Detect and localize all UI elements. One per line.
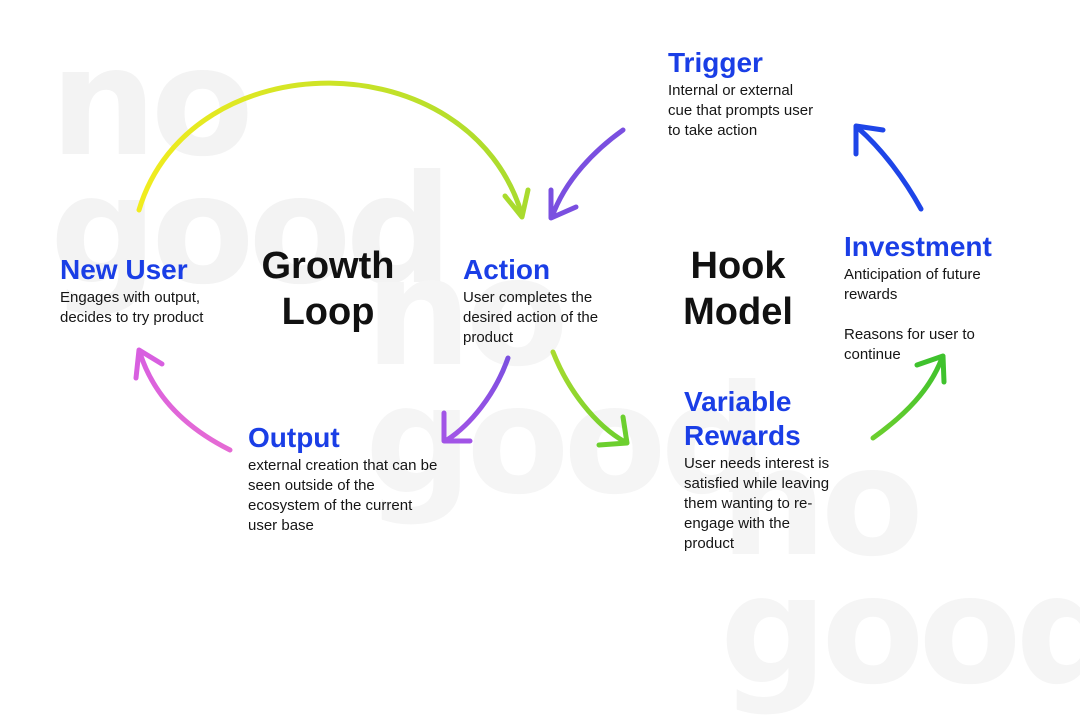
node-investment: Investment Anticipation of future reward… (844, 230, 992, 364)
arrowhead-action (502, 187, 531, 220)
arrow-action-to-rewards (550, 349, 628, 445)
node-new-user: New User Engages with output, decides to… (60, 253, 203, 327)
node-title: Variable (684, 386, 792, 417)
node-desc-line: User completes the (463, 289, 593, 306)
watermark-logo: no good (365, 226, 768, 528)
watermark-line: no (720, 416, 924, 590)
hook-model-title: Hook Model (668, 243, 808, 335)
growth-loop-title-line: Loop (281, 291, 375, 333)
node-action: Action User completes the desired action… (463, 253, 598, 347)
growth-loop-title: Growth Loop (250, 243, 406, 335)
arrow-trigger-to-action (549, 127, 626, 220)
node-desc-line: Anticipation of future (844, 266, 981, 283)
node-desc-line: satisfied while leaving (684, 475, 830, 492)
node-desc-line: Engages with output, (60, 289, 201, 306)
node-desc-line: Reasons for user to (844, 326, 975, 343)
arrowhead-investment (914, 353, 947, 385)
node-title: Output (248, 422, 340, 453)
node-desc-line: rewards (844, 286, 898, 303)
arrowhead-new-user (133, 347, 165, 381)
watermark-line: no (50, 16, 254, 190)
node-title: Action (463, 254, 551, 285)
node-desc-spacer (844, 305, 992, 324)
watermark-line: good (365, 353, 768, 528)
node-title: New User (60, 254, 188, 285)
growth-loop-title-line: Growth (261, 245, 395, 287)
node-desc-line: Internal or external (668, 82, 794, 99)
arrow-output-to-new-user (137, 350, 233, 453)
arrow-action-to-output (444, 355, 511, 443)
node-desc-line: product (463, 329, 514, 346)
node-desc-line: seen outside of the (248, 477, 375, 494)
watermark-line: good (50, 143, 453, 318)
node-desc-line: continue (844, 346, 901, 363)
node-desc-line: desired action of the (463, 309, 599, 326)
arrow-investment-to-trigger (855, 125, 924, 212)
node-desc-line: engage with the (684, 515, 790, 532)
node-desc-line: product (684, 535, 735, 552)
arrowhead-rewards (596, 414, 630, 448)
arrow-rewards-to-investment (870, 355, 945, 441)
node-title: Trigger (668, 47, 763, 78)
node-desc-line: ecosystem of the current (248, 497, 413, 514)
node-desc-line: cue that prompts user (668, 102, 814, 119)
node-title: Rewards (684, 420, 801, 451)
node-desc-line: external creation that can be (248, 457, 438, 474)
node-desc-line: to take action (668, 122, 758, 139)
node-output: Output external creation that can be see… (248, 421, 437, 535)
node-desc-line: user base (248, 517, 314, 534)
arrowhead-trigger (853, 123, 886, 157)
node-trigger: Trigger Internal or external cue that pr… (668, 46, 813, 140)
node-variable-rewards: Variable Rewards User needs interest is … (684, 385, 829, 553)
arrowhead-output (441, 410, 473, 444)
node-title: Investment (844, 231, 992, 262)
watermark-logo: no good (50, 16, 453, 318)
node-desc-line: User needs interest is (684, 455, 830, 472)
watermark-line: no (365, 226, 569, 400)
arrowhead-action-2 (548, 187, 579, 221)
cycle-arrows (133, 80, 947, 453)
arrow-new-user-to-action (136, 80, 525, 218)
node-desc-line: them wanting to re- (684, 495, 813, 512)
hook-model-title-line: Model (683, 291, 793, 333)
hook-model-title-line: Hook (690, 245, 786, 287)
node-desc-line: decides to try product (60, 309, 204, 326)
